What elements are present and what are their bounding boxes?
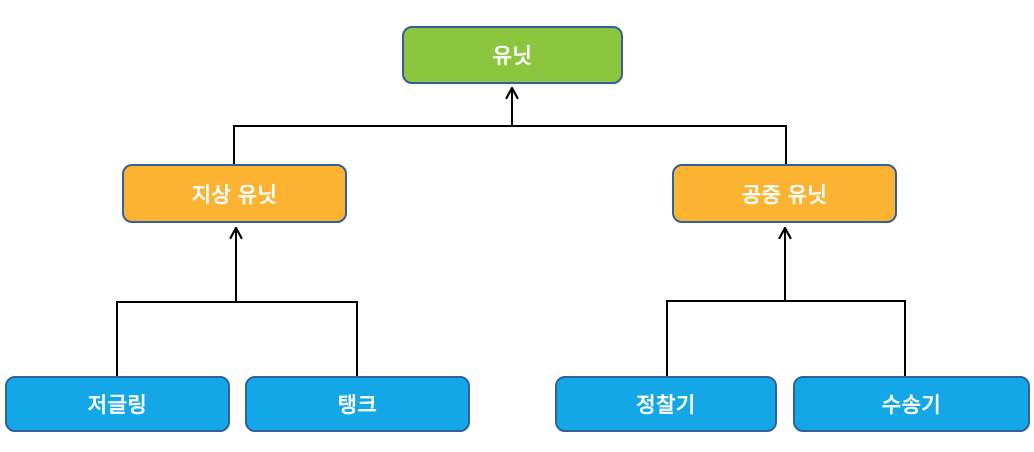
node-transport-plane-label: 수송기 — [881, 394, 942, 417]
node-scout-plane: 정찰기 — [555, 376, 777, 432]
node-tank: 탱크 — [245, 376, 470, 432]
node-air-unit-label: 공중 유닛 — [741, 183, 828, 207]
node-scout-plane-label: 정찰기 — [636, 394, 696, 417]
node-zergling-label: 저글링 — [87, 394, 148, 417]
edge-bracket-left — [116, 301, 358, 377]
node-transport-plane: 수송기 — [793, 376, 1030, 432]
node-ground-unit: 지상 유닛 — [122, 164, 347, 223]
node-zergling: 저글링 — [5, 376, 230, 432]
edge-bracket-right — [666, 300, 906, 377]
node-unit: 유닛 — [402, 26, 623, 84]
edge-bracket-top — [233, 125, 787, 164]
node-air-unit: 공중 유닛 — [672, 164, 897, 223]
node-tank-label: 탱크 — [337, 394, 378, 417]
node-ground-unit-label: 지상 유닛 — [191, 183, 278, 207]
node-unit-label: 유닛 — [492, 45, 533, 68]
